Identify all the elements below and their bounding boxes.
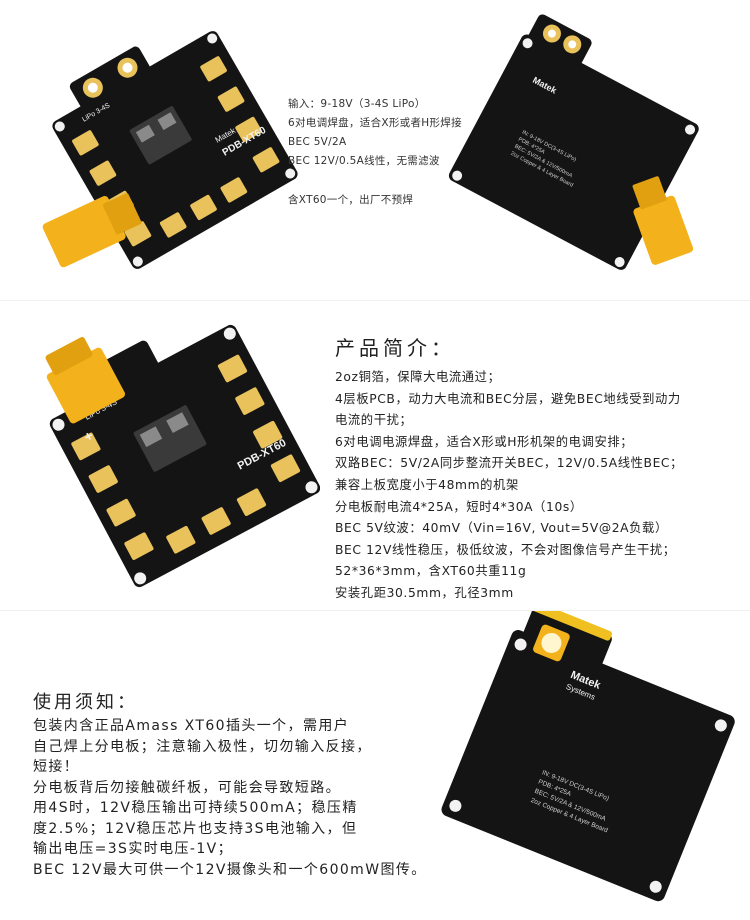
- notice-line-2: 自己焊上分电板；注意输入极性，切勿输入反接，: [33, 738, 372, 755]
- intro-line-4: 6对电调电源焊盘，适合X形或H形机架的电调安排；: [335, 434, 634, 449]
- notice-line-7: 输出电压=3S实时电压-1V；: [33, 841, 234, 857]
- spec-bec-12v: BEC 12V/0.5A线性，无需滤波: [288, 155, 440, 167]
- notice-line-1: 包装内含正品Amass XT60插头一个，需用户: [33, 718, 350, 734]
- xt60-connector-image-right: [632, 176, 694, 265]
- intro-line-5: 双路BEC：5V/2A同步整流开关BEC，12V/0.5A线性BEC；: [335, 456, 684, 471]
- spec-bec-5v: BEC 5V/2A: [288, 136, 347, 148]
- intro-line-10: 52*36*3mm，含XT60共重11g: [335, 564, 527, 579]
- photo-panel-middle: PDB-XT60 LiPo 3-4S + 产品简介： 2oz铜箔，保障大电流通过…: [0, 301, 750, 610]
- pcb-photo-bottom: Matek Systems IN: 9-18V DC(3-4S LiPo) PD…: [441, 611, 735, 902]
- intro-line-6: 兼容上板宽度小于48mm的机架: [335, 477, 519, 492]
- notice-line-6: 度2.5%；12V稳压芯片也支持3S电池输入，但: [33, 820, 358, 837]
- intro-line-8: BEC 5V纹波：40mV（Vin=16V, Vout=5V@2A负载）: [335, 521, 668, 536]
- intro-line-1: 2oz铜箔，保障大电流通过；: [335, 370, 501, 384]
- spec-xt60-note: 含XT60一个，出厂不预焊: [288, 194, 414, 206]
- pcb-photo-middle: PDB-XT60 LiPo 3-4S +: [45, 324, 320, 588]
- intro-line-3: 电流的干扰；: [335, 413, 413, 428]
- intro-line-11: 安装孔距30.5mm，孔径3mm: [335, 585, 514, 600]
- notice-line-4: 分电板背后勿接触碳纤板，可能会导致短路。: [33, 779, 341, 796]
- product-intro: 产品简介： 2oz铜箔，保障大电流通过； 4层板PCB，动力大电流和BEC分层，…: [335, 332, 683, 605]
- notice-line-5: 用4S时，12V稳压输出可持续500mA；稳压精: [33, 800, 358, 816]
- intro-line-7: 分电板耐电流4*25A，短时4*30A（10s）: [335, 499, 583, 514]
- section-divider: [0, 300, 750, 301]
- notice-line-3: 短接！: [33, 759, 80, 775]
- photo-panel-top: PDB-XT60 Matek LiPo 3-4S Matek IN: 9-18V…: [0, 0, 750, 300]
- spec-esc-pads: 6对电调焊盘，适合X形或者H形焊接: [288, 117, 462, 129]
- xt60-connector-image: [42, 193, 142, 268]
- pcb-photos-top: PDB-XT60 Matek LiPo 3-4S Matek IN: 9-18V…: [42, 14, 699, 270]
- intro-line-9: BEC 12V线性稳压，极低纹波，不会对图像信号产生干扰；: [335, 542, 676, 557]
- section-divider-2: [0, 610, 750, 611]
- notice-line-8: BEC 12V最大可供一个12V摄像头和一个600mW图传。: [33, 861, 427, 878]
- photo-panel-bottom: Matek Systems IN: 9-18V DC(3-4S LiPo) PD…: [0, 611, 750, 920]
- usage-notice: 使用须知： 包装内含正品Amass XT60插头一个，需用户 自己焊上分电板；注…: [33, 688, 443, 880]
- xt60-connector-image-large: [45, 336, 125, 424]
- spec-summary: 输入：9-18V（3-4S LiPo） 6对电调焊盘，适合X形或者H形焊接 BE…: [288, 95, 462, 210]
- spec-input: 输入：9-18V（3-4S LiPo）: [288, 98, 426, 110]
- intro-title: 产品简介：: [335, 336, 455, 360]
- back-board-image-large: Matek Systems IN: 9-18V DC(3-4S LiPo) PD…: [441, 611, 735, 902]
- notice-title: 使用须知：: [33, 692, 138, 713]
- intro-line-2: 4层板PCB，动力大电流和BEC分层，避免BEC地线受到动力: [335, 391, 681, 406]
